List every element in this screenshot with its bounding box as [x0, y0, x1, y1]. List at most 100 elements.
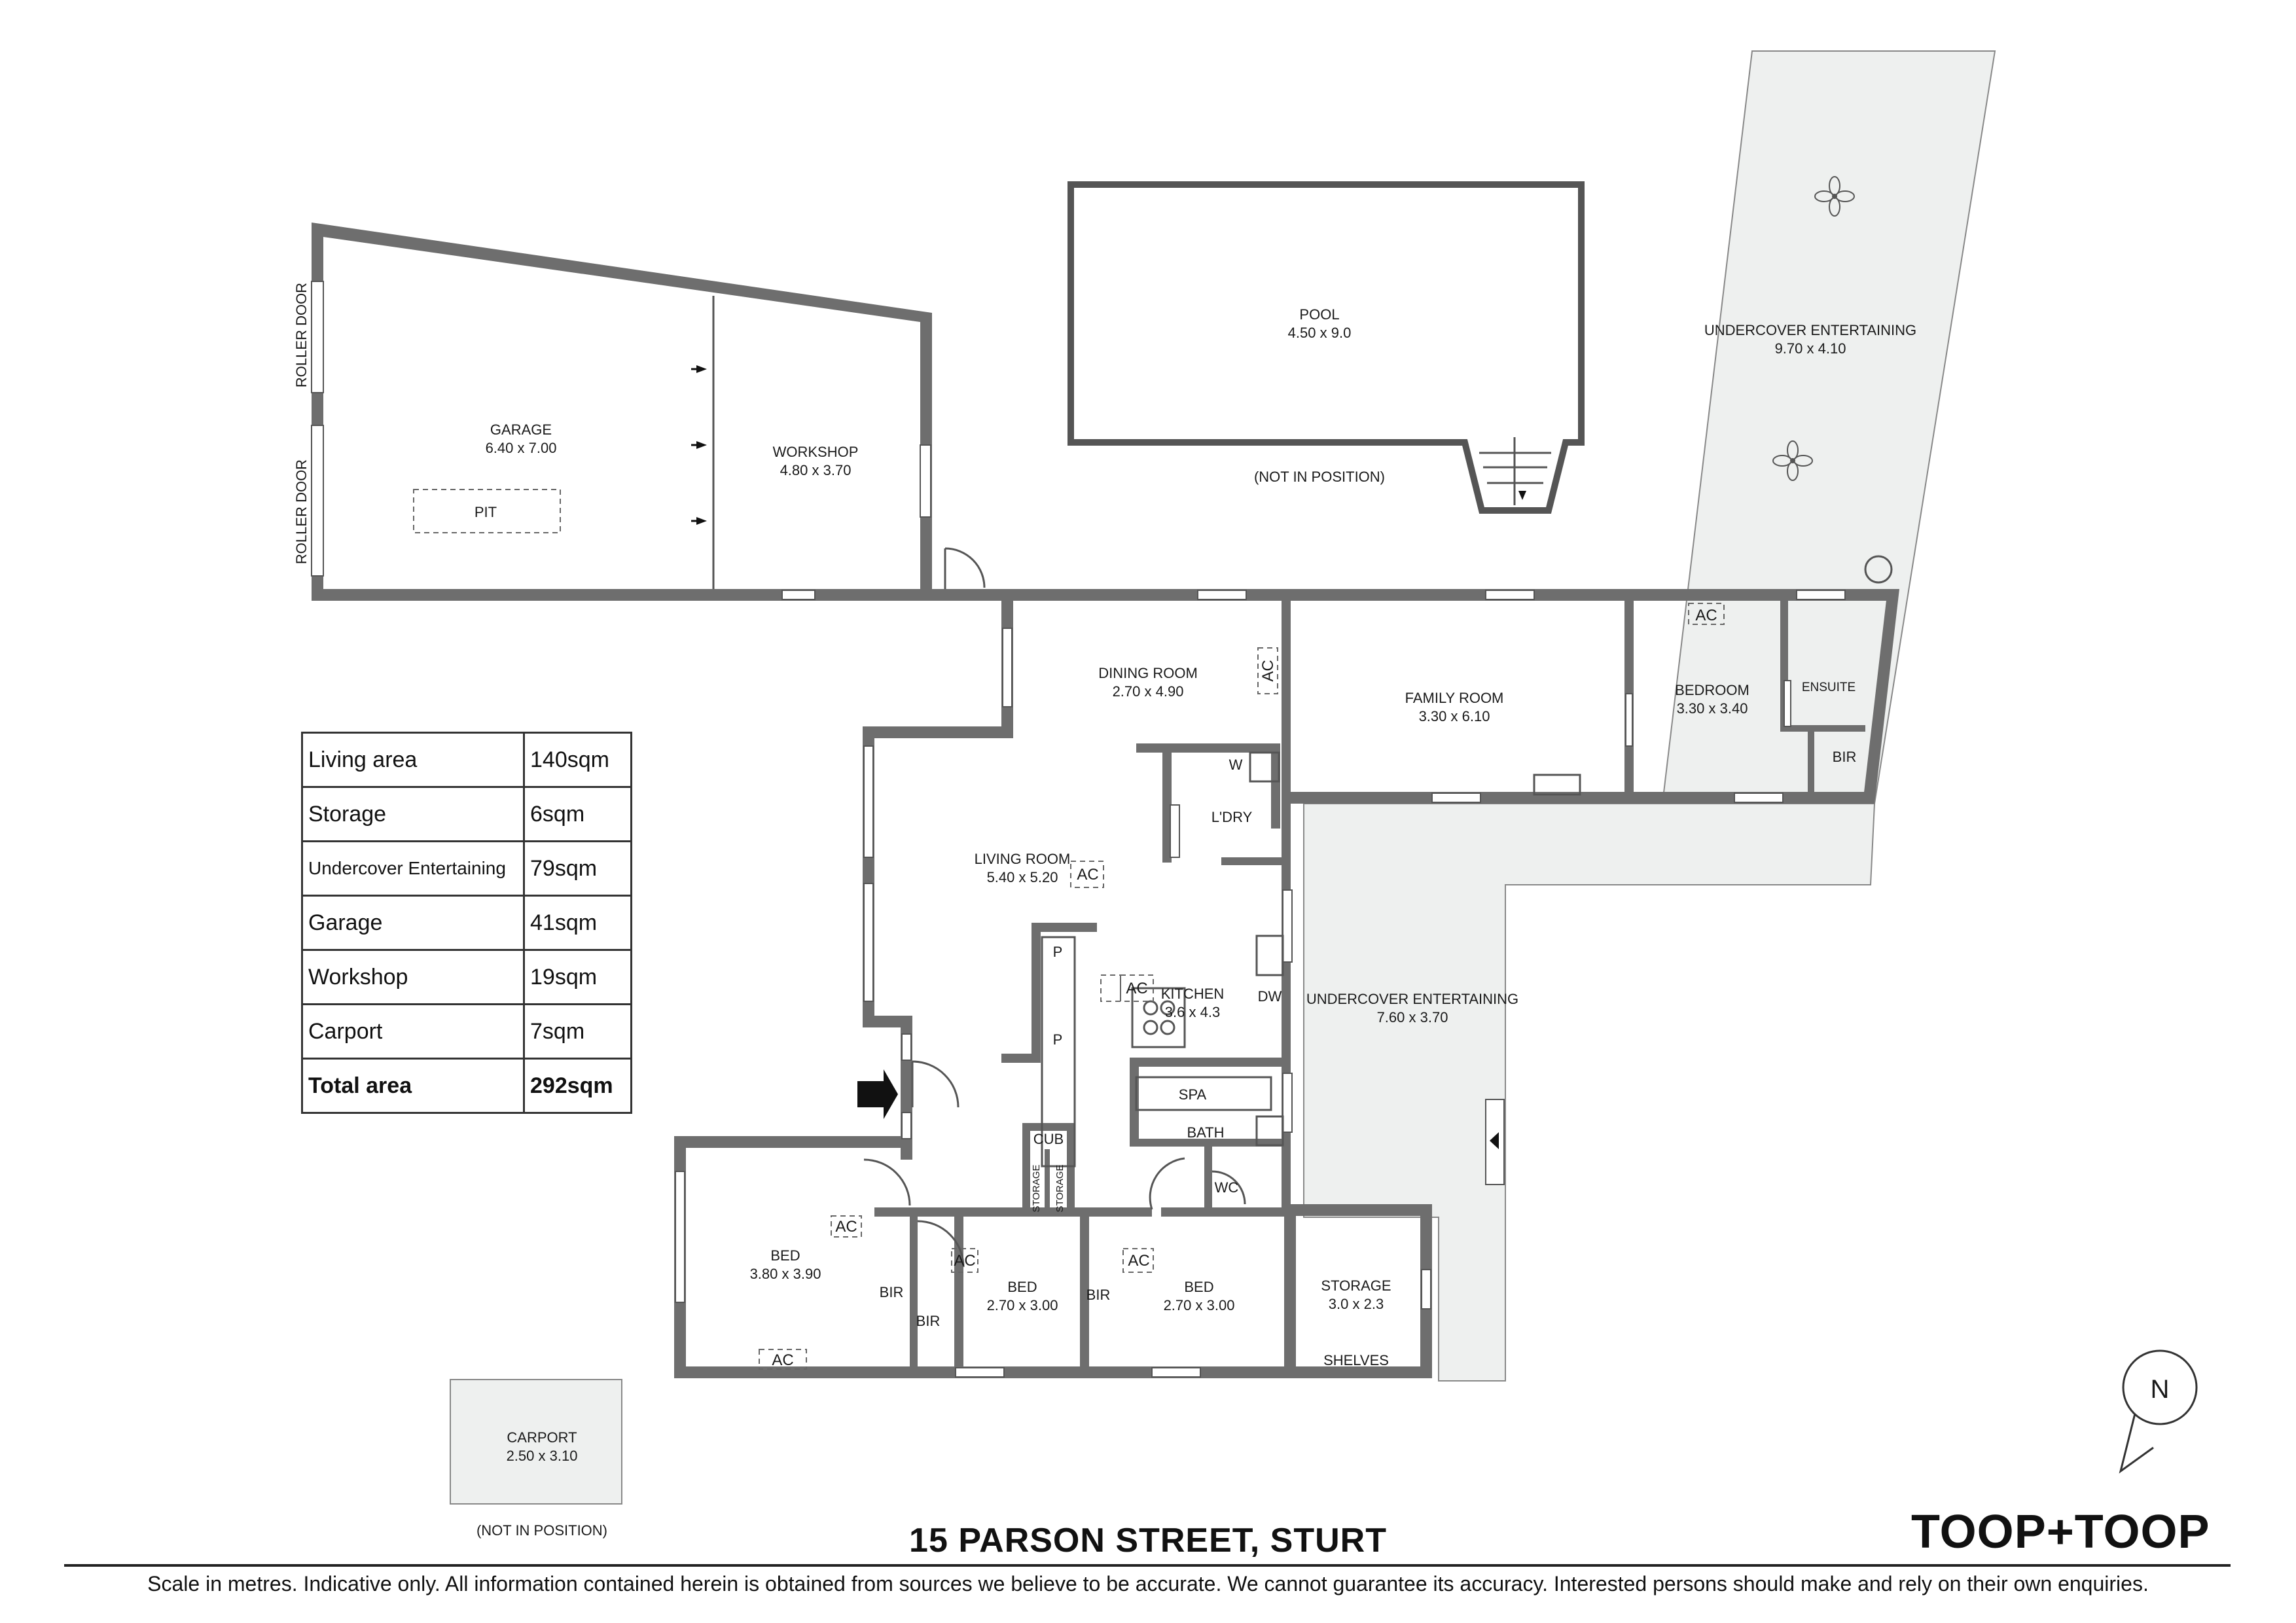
ac-label: AC [772, 1351, 793, 1369]
bir-main-label: BIR [1833, 749, 1857, 765]
house-walls [674, 589, 1899, 1378]
table-row: Garage 41sqm [301, 895, 632, 951]
pantry-2-label: P [1053, 1031, 1063, 1048]
ac-label: AC [954, 1252, 975, 1270]
area-label: Living area [301, 732, 525, 788]
area-value: 7sqm [523, 1003, 632, 1060]
pool-dim: 4.50 x 9.0 [1288, 325, 1352, 341]
storage-a-label: STORAGE [1031, 1164, 1042, 1212]
bed3-label: BED [1184, 1279, 1213, 1295]
bed3-dim: 2.70 x 3.00 [1164, 1297, 1235, 1313]
dw-label: DW [1258, 988, 1282, 1005]
living-dim: 5.40 x 5.20 [987, 869, 1058, 885]
table-row-total: Total area 292sqm [301, 1058, 632, 1114]
ac-label: AC [1077, 866, 1098, 883]
storage-room-dim: 3.0 x 2.3 [1329, 1296, 1384, 1312]
area-value: 41sqm [523, 895, 632, 951]
bir-1-label: BIR [880, 1284, 904, 1300]
disclaimer: Scale in metres. Indicative only. All in… [147, 1572, 2149, 1596]
area-table: Living area 140sqm Storage 6sqm Undercov… [301, 732, 632, 1114]
shelves-label: SHELVES [1323, 1352, 1389, 1368]
garage-building [311, 223, 986, 601]
carport-dim: 2.50 x 3.10 [507, 1448, 578, 1464]
bath-label: BATH [1187, 1124, 1224, 1141]
dining-label: DINING ROOM [1098, 665, 1198, 681]
workshop-dim: 4.80 x 3.70 [780, 462, 852, 478]
table-row: Storage 6sqm [301, 786, 632, 842]
bir-3-label: BIR [1086, 1287, 1111, 1303]
family-label: FAMILY ROOM [1405, 690, 1504, 706]
bed2-dim: 2.70 x 3.00 [987, 1297, 1058, 1313]
bed1-dim: 3.80 x 3.90 [750, 1266, 821, 1282]
table-row: Carport 7sqm [301, 1003, 632, 1060]
area-label: Workshop [301, 949, 525, 1005]
table-row: Undercover Entertaining 79sqm [301, 840, 632, 897]
storage-b-label: STORAGE [1054, 1164, 1066, 1212]
north-label: N [2151, 1375, 2170, 1404]
spa-label: SPA [1179, 1086, 1207, 1103]
pool-label: POOL [1299, 306, 1339, 323]
ac-label: AC [1126, 980, 1147, 997]
north-compass-icon [2119, 1349, 2198, 1474]
kitchen-dim: 3.6 x 4.3 [1165, 1004, 1220, 1020]
kitchen-label: KITCHEN [1161, 986, 1225, 1002]
garage-label: GARAGE [490, 421, 552, 438]
table-row: Workshop 19sqm [301, 949, 632, 1005]
bir-2-label: BIR [916, 1313, 941, 1329]
divider [64, 1564, 2231, 1567]
area-label: Storage [301, 786, 525, 842]
w-label: W [1229, 757, 1243, 773]
area-label: Undercover Entertaining [301, 840, 525, 897]
entry-arrow-icon [857, 1069, 898, 1119]
living-label: LIVING ROOM [975, 851, 1071, 867]
pool-note: (NOT IN POSITION) [1254, 469, 1385, 485]
undercover-north-label: UNDERCOVER ENTERTAINING [1704, 322, 1916, 338]
brand-logo: TOOP+TOOP [1911, 1506, 2210, 1558]
outdoor-areas [450, 50, 1996, 1505]
total-area-label: Total area [301, 1058, 525, 1114]
undercover-north-dim: 9.70 x 4.10 [1775, 340, 1846, 357]
bed1-label: BED [770, 1247, 800, 1264]
wc-label: WC [1215, 1179, 1239, 1196]
family-dim: 3.30 x 6.10 [1419, 708, 1490, 724]
undercover-south-dim: 7.60 x 3.70 [1377, 1009, 1448, 1026]
room-labels: GARAGE 6.40 x 7.00 WORKSHOP 4.80 x 3.70 … [293, 283, 2169, 1539]
dining-dim: 2.70 x 4.90 [1113, 683, 1184, 700]
storage-room-label: STORAGE [1321, 1277, 1391, 1294]
area-value: 19sqm [523, 949, 632, 1005]
pool [1067, 181, 1585, 514]
area-value: 140sqm [523, 732, 632, 788]
bed2-label: BED [1007, 1279, 1037, 1295]
undercover-south-label: UNDERCOVER ENTERTAINING [1306, 991, 1518, 1007]
pantry-1-label: P [1053, 944, 1063, 960]
ac-label: AC [835, 1218, 857, 1236]
roller-door-label-2: ROLLER DOOR [293, 459, 310, 564]
garage-dim: 6.40 x 7.00 [486, 440, 557, 456]
bedroom-main-label: BEDROOM [1675, 682, 1749, 698]
workshop-label: WORKSHOP [773, 444, 859, 460]
table-row: Living area 140sqm [301, 732, 632, 788]
area-value: 6sqm [523, 786, 632, 842]
bedroom-main-dim: 3.30 x 3.40 [1677, 700, 1748, 717]
ac-label: AC [1259, 660, 1277, 681]
total-area-value: 292sqm [523, 1058, 632, 1114]
area-label: Garage [301, 895, 525, 951]
fixtures [759, 176, 2198, 1474]
house-windows [675, 590, 1846, 1378]
pit-label: PIT [475, 504, 497, 520]
area-label: Carport [301, 1003, 525, 1060]
area-value: 79sqm [523, 840, 632, 897]
ac-label: AC [1695, 607, 1717, 624]
carport-area [450, 1379, 622, 1505]
ac-label: AC [1128, 1252, 1149, 1270]
roller-door-label-1: ROLLER DOOR [293, 283, 310, 387]
laundry-label: L'DRY [1211, 809, 1253, 825]
undercover-south-area [1303, 803, 1876, 1382]
ensuite-label: ENSUITE [1802, 681, 1856, 694]
carport-label: CARPORT [507, 1429, 577, 1446]
carport-note: (NOT IN POSITION) [476, 1522, 607, 1539]
ac-labels: AC AC AC AC AC AC AC AC [772, 607, 1717, 1369]
cub-label: CUB [1033, 1131, 1064, 1147]
property-address: 15 PARSON STREET, STURT [909, 1522, 1387, 1560]
